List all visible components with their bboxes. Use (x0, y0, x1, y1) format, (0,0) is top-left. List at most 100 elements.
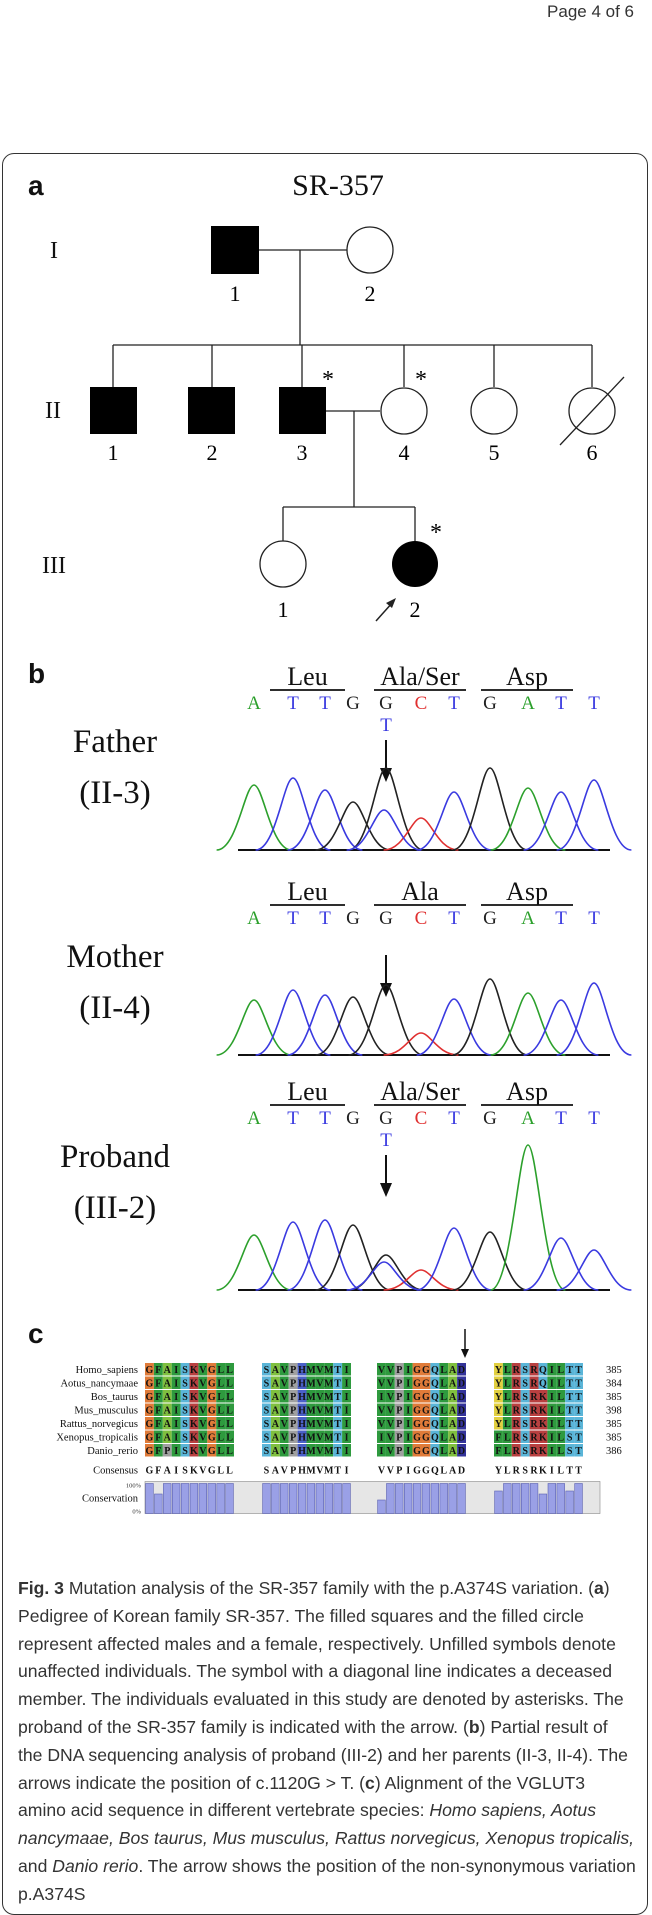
residue-letter: L (504, 1446, 511, 1457)
consensus-letter: A (449, 1466, 457, 1477)
residue-letter: V (316, 1406, 324, 1417)
residue-cell (538, 1376, 548, 1389)
residue-cell (511, 1403, 521, 1416)
conservation-bar (430, 1483, 439, 1514)
consensus-letter: L (557, 1466, 564, 1477)
residue-letter: L (440, 1433, 447, 1444)
residue-letter: K (190, 1446, 198, 1457)
codon-label: Asp (506, 662, 548, 691)
codon-label: Ala/Ser (380, 1077, 460, 1106)
residue-letter: L (557, 1446, 564, 1457)
residue-letter: M (324, 1379, 334, 1390)
consensus-letter: A (164, 1466, 172, 1477)
base-letter: G (346, 693, 360, 714)
residue-letter: V (281, 1379, 289, 1390)
pedigree-III-2-proband (392, 541, 438, 587)
residue-letter: Y (495, 1379, 503, 1390)
residue-letter: M (306, 1406, 316, 1417)
residue-cell (297, 1417, 307, 1430)
residue-cell (502, 1403, 512, 1416)
residue-letter: Y (495, 1392, 503, 1403)
residue-letter: I (345, 1365, 349, 1376)
residue-letter: V (378, 1379, 386, 1390)
residue-letter: G (422, 1419, 430, 1430)
residue-letter: G (413, 1446, 421, 1457)
consensus-letter: G (146, 1466, 154, 1477)
residue-letter: L (557, 1433, 564, 1444)
id-II-5: 5 (489, 440, 500, 465)
chromatogram-peak (255, 989, 331, 1056)
residue-cell (145, 1417, 154, 1430)
residue-cell (520, 1376, 530, 1389)
residue-cell (225, 1390, 234, 1403)
base-letter: T (287, 693, 299, 714)
residue-cell (494, 1403, 503, 1416)
residue-letter: L (557, 1392, 564, 1403)
residue-letter: P (396, 1365, 402, 1376)
residue-cell (198, 1430, 208, 1443)
residue-letter: L (557, 1379, 564, 1390)
residue-cell (421, 1417, 431, 1430)
residue-letter: V (387, 1406, 395, 1417)
conservation-bar (529, 1483, 539, 1514)
consensus-letter: T (566, 1466, 573, 1477)
residue-cell (394, 1444, 404, 1457)
codon-label: Asp (506, 1077, 548, 1106)
residue-cell (171, 1363, 181, 1376)
residue-letter: Q (539, 1379, 547, 1390)
conservation-max: 100% (126, 1483, 142, 1490)
residue-cell (439, 1403, 449, 1416)
residue-letter: V (316, 1446, 324, 1457)
residue-cell (377, 1417, 386, 1430)
residue-cell (189, 1444, 199, 1457)
residue-letter: G (422, 1433, 430, 1444)
id-II-2: 2 (207, 440, 218, 465)
residue-letter: I (174, 1446, 178, 1457)
base-letter: T (555, 1108, 567, 1129)
residue-cell (556, 1390, 566, 1403)
residue-letter: M (306, 1392, 316, 1403)
id-III-1: 1 (278, 597, 289, 622)
residue-cell (145, 1390, 154, 1403)
residue-letter: I (345, 1446, 349, 1457)
residue-letter: Q (431, 1379, 439, 1390)
residue-cell (315, 1403, 325, 1416)
residue-letter: F (155, 1392, 161, 1403)
residue-cell (385, 1403, 395, 1416)
residue-letter: L (226, 1406, 233, 1417)
residue-letter: H (298, 1379, 306, 1390)
residue-letter: V (199, 1433, 207, 1444)
conservation-bar (574, 1483, 583, 1514)
residue-letter: K (190, 1379, 198, 1390)
residue-cell (538, 1363, 548, 1376)
conservation-bar (180, 1483, 190, 1514)
residue-letter: M (324, 1433, 334, 1444)
residue-cell (153, 1363, 163, 1376)
residue-letter: G (146, 1446, 154, 1457)
residue-cell (377, 1363, 386, 1376)
consensus-letter: G (208, 1466, 216, 1477)
residue-cell (394, 1363, 404, 1376)
variant-position-arrow-head (461, 1349, 469, 1358)
residue-letter: M (324, 1365, 334, 1376)
residue-letter: L (504, 1365, 511, 1376)
base-letter: G (346, 908, 360, 929)
base-letter: A (247, 1108, 261, 1129)
residue-cell (297, 1390, 307, 1403)
residue-cell (547, 1363, 557, 1376)
residue-letter: L (217, 1433, 224, 1444)
residue-letter: L (557, 1419, 564, 1430)
residue-cell (270, 1403, 280, 1416)
residue-letter: S (182, 1392, 188, 1403)
residue-cell (439, 1444, 449, 1457)
residue-count: 384 (606, 1379, 623, 1390)
residue-cell (315, 1430, 325, 1443)
conservation-bar (512, 1483, 521, 1514)
residue-cell (502, 1390, 512, 1403)
chromatogram-peak (523, 999, 599, 1056)
residue-letter: V (387, 1433, 395, 1444)
residue-letter: D (458, 1379, 465, 1390)
asterisk-III-2: * (430, 520, 442, 546)
residue-letter: G (146, 1433, 154, 1444)
residue-cell (342, 1390, 351, 1403)
